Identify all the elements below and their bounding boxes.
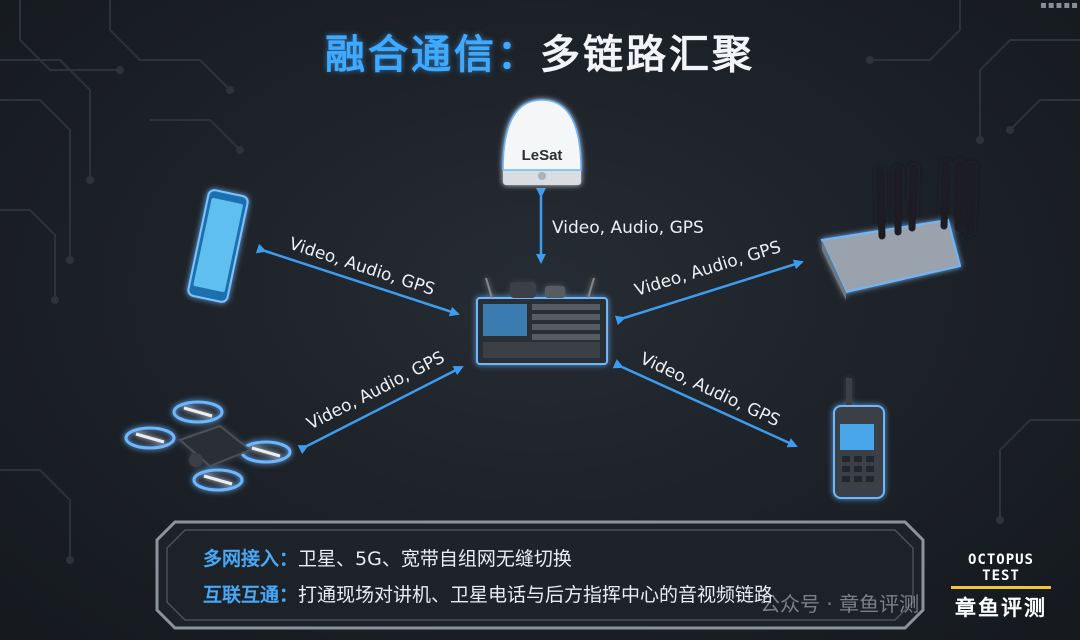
title-part1: 融合通信： — [325, 32, 540, 78]
command-workstation-icon — [476, 277, 608, 365]
smartphone-icon — [187, 189, 249, 303]
drone-icon — [124, 400, 292, 492]
link-label-satellite: Video, Audio, GPS — [552, 218, 704, 238]
arrow-router — [614, 259, 804, 326]
brand-bar — [951, 586, 1051, 589]
corner-pattern: ▪▪▪▪▪ — [1040, 0, 1079, 11]
arrow-drone — [297, 365, 464, 455]
arrow-phone — [255, 243, 460, 317]
arrow-radio — [612, 359, 798, 448]
info-value-interconnect: 打通现场对讲机、卫星电话与后方指挥中心的音视频链路 — [298, 584, 774, 606]
brand-logo: OCTOPUS TEST 章鱼评测 — [945, 552, 1057, 622]
slide-title: 融合通信：多链路汇聚 — [0, 22, 1080, 80]
router-icon — [820, 160, 976, 300]
info-value-access: 卫星、5G、宽带自组网无缝切换 — [298, 548, 572, 570]
info-key-interconnect: 互联互通： — [203, 584, 299, 606]
radio-handset-icon — [833, 378, 885, 499]
info-line-interconnect: 互联互通：打通现场对讲机、卫星电话与后方指挥中心的音视频链路 — [203, 580, 773, 607]
brand-cn: 章鱼评测 — [955, 596, 1047, 620]
watermark: 公众号 · 章鱼评测 — [760, 592, 920, 616]
info-panel-frame — [155, 520, 925, 630]
info-line-access: 多网接入：卫星、5G、宽带自组网无缝切换 — [203, 544, 572, 571]
info-key-access: 多网接入： — [203, 548, 299, 570]
brand-en: OCTOPUS TEST — [967, 552, 1034, 584]
satellite-logo: LeSat — [522, 147, 563, 164]
title-part2: 多链路汇聚 — [540, 32, 755, 78]
satellite-terminal-icon — [502, 99, 582, 185]
info-panel: 多网接入：卫星、5G、宽带自组网无缝切换 互联互通：打通现场对讲机、卫星电话与后… — [155, 520, 925, 630]
